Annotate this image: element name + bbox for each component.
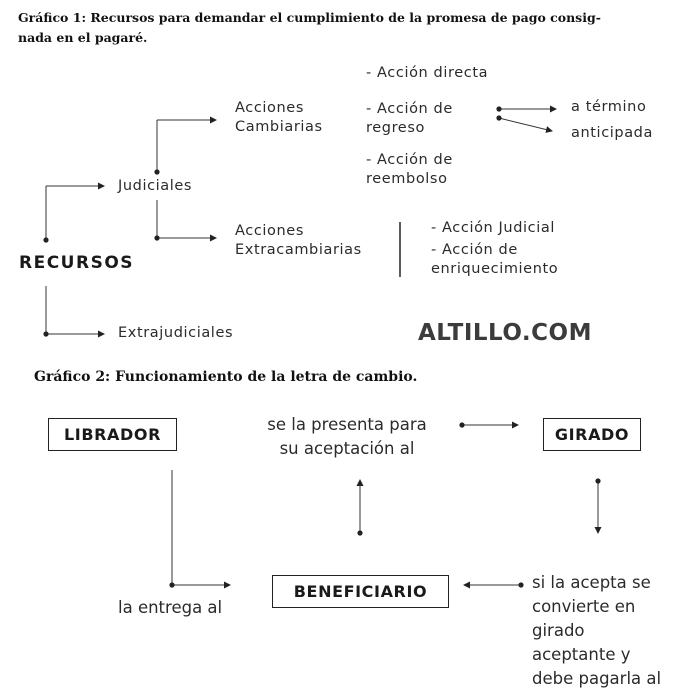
dot-regreso-1 bbox=[496, 106, 502, 112]
dot-acepta bbox=[518, 582, 524, 588]
dot-presenta bbox=[459, 422, 465, 428]
grafico1-caption: Gráfico 1: Recursos para demandar el cum… bbox=[18, 8, 601, 48]
presenta-text: se la presenta para su aceptación al bbox=[267, 415, 427, 458]
librador-box: LIBRADOR bbox=[48, 418, 177, 451]
librador-label: LIBRADOR bbox=[63, 425, 162, 444]
dot-recursos-bottom bbox=[43, 331, 49, 337]
dot-librador bbox=[169, 582, 175, 588]
acepta-text: si la acepta se convierte en girado acep… bbox=[532, 573, 662, 688]
girado-label: GIRADO bbox=[554, 425, 630, 444]
dot-recursos bbox=[43, 237, 49, 243]
grafico1-caption-line1: Gráfico 1: Recursos para demandar el cum… bbox=[18, 10, 601, 25]
recursos-label: RECURSOS bbox=[19, 253, 135, 273]
accion-directa-label: - Acción directa bbox=[366, 65, 489, 81]
entrega-text: la entrega al bbox=[118, 598, 223, 617]
grafico1-caption-line2: nada en el pagaré. bbox=[18, 30, 148, 45]
extrajudiciales-label: Extrajudiciales bbox=[118, 325, 234, 341]
acciones-extracambiarias-label: Acciones Extracambiarias bbox=[235, 223, 362, 258]
grafico2-caption: Gráfico 2: Funcionamiento de la letra de… bbox=[34, 369, 418, 385]
anticipada-label: anticipada bbox=[571, 125, 653, 141]
dot-judiciales-top bbox=[154, 169, 160, 175]
accion-reembolso-label: - Acción de reembolso bbox=[366, 152, 453, 187]
dot-judiciales-bottom bbox=[154, 235, 160, 241]
beneficiario-box: BENEFICIARIO bbox=[272, 575, 449, 608]
accion-regreso-label: - Acción de regreso bbox=[366, 101, 453, 136]
acciones-cambiarias-label: Acciones Cambiarias bbox=[235, 100, 323, 135]
judiciales-label: Judiciales bbox=[118, 178, 193, 194]
girado-box: GIRADO bbox=[543, 418, 641, 451]
dot-regreso-2 bbox=[496, 115, 502, 121]
beneficiario-label: BENEFICIARIO bbox=[293, 582, 428, 601]
accion-judicial-label: - Acción Judicial bbox=[431, 220, 555, 236]
dot-girado bbox=[595, 478, 601, 484]
accion-enriquecimiento-label: - Acción de enriquecimiento bbox=[431, 242, 559, 277]
connector-to-anticipada bbox=[498, 117, 553, 133]
a-termino-label: a término bbox=[571, 99, 647, 115]
dot-beneficiario bbox=[357, 530, 363, 536]
watermark: ALTILLO.COM bbox=[418, 320, 592, 346]
